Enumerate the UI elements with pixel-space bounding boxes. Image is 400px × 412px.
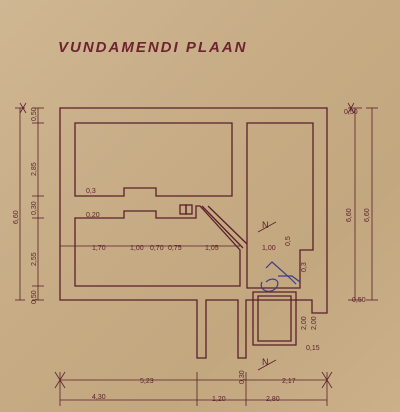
lower-left-room [74, 205, 241, 287]
dim-label: 5,23 [140, 378, 154, 385]
pier-box-2 [185, 204, 193, 215]
right-room [246, 122, 314, 289]
dim-label: 6,60 [364, 208, 371, 222]
dim-label: 2,85 [31, 162, 38, 176]
dim-label: 2,17 [282, 378, 296, 385]
dim-label: 0,3 [301, 262, 308, 272]
dim-label: 1,05 [205, 245, 219, 252]
dim-label: 1,00 [130, 245, 144, 252]
dim-label: 0,30 [31, 201, 38, 215]
outer-wall [59, 107, 328, 359]
dim-label: 0,70 [150, 245, 164, 252]
dim-label: 0,15 [306, 345, 320, 352]
dim-label: 2,00 [301, 316, 308, 330]
dim-label: 2,00 [311, 316, 318, 330]
north-marker: N [262, 220, 269, 230]
dim-label: 0,50 [352, 297, 366, 304]
dim-label: 0,5 [285, 236, 292, 246]
upper-left-room [74, 122, 233, 197]
dim-label: 0,50 [31, 290, 38, 304]
dim-label: 1,00 [262, 245, 276, 252]
north-marker-bottom: N [262, 357, 269, 367]
dim-label: 6,60 [346, 208, 353, 222]
pier-box [179, 204, 187, 215]
dim-label: 2,55 [31, 252, 38, 266]
dim-label: 0,20 [86, 212, 100, 219]
dim-label: 4,30 [92, 394, 106, 401]
pen-scribble [260, 261, 301, 292]
right-annex [252, 291, 297, 346]
north-marker-line [257, 359, 277, 371]
plan-title: VUNDAMENDI PLAAN [58, 39, 248, 56]
dim-label: 1,20 [212, 396, 226, 403]
north-marker-line [257, 221, 277, 233]
dim-label: 1,70 [92, 245, 106, 252]
dim-label: 0,30 [239, 370, 246, 384]
dim-label: 6,60 [13, 210, 20, 224]
dim-label: 0,50 [31, 107, 38, 121]
corner-marks [19, 102, 355, 389]
dim-label: 0,75 [168, 245, 182, 252]
dim-label: 2,80 [266, 396, 280, 403]
dim-label: 0,3 [86, 188, 96, 195]
diagonal-wall [201, 205, 248, 249]
dim-label: 0,50 [344, 109, 358, 116]
